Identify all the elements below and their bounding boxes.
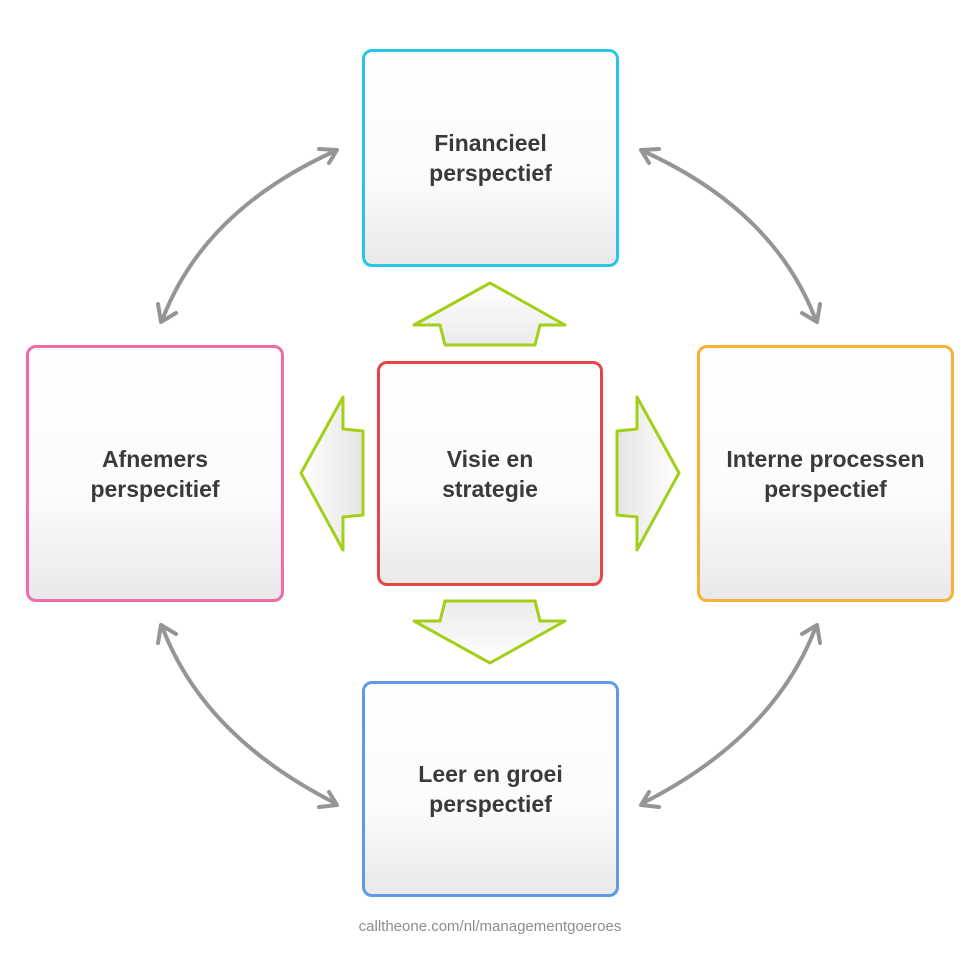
box-internal-label: Interne processen perspectief: [726, 445, 925, 502]
box-vision-strategy: Visie en strategie: [377, 361, 603, 586]
block-arrow-left: [299, 395, 365, 552]
box-customer-perspective: Afnemers perspecitief: [26, 345, 284, 602]
block-arrow-down: [412, 599, 567, 665]
box-internal-processes-perspective: Interne processen perspectief: [697, 345, 954, 602]
connector-head-financial-internal-b: [800, 302, 822, 324]
connector-head-financial-customer-b: [156, 302, 178, 324]
connector-financial-internal: [641, 149, 817, 320]
connector-head-internal-learning-a: [800, 623, 822, 645]
box-learning-growth-perspective: Leer en groei perspectief: [362, 681, 619, 897]
connector-head-customer-learning-b: [317, 790, 339, 809]
connector-head-financial-customer-a: [317, 147, 339, 165]
footer-source-text: calltheone.com/nl/managementgoeroes: [358, 918, 622, 935]
connector-head-financial-internal-a: [639, 147, 661, 165]
connector-head-customer-learning-a: [156, 623, 178, 645]
connector-customer-learning: [161, 627, 337, 805]
connector-financial-customer: [161, 149, 337, 320]
block-arrow-up: [412, 281, 567, 347]
block-arrow-right: [615, 395, 681, 552]
box-financial-perspective: Financieel perspectief: [362, 49, 619, 267]
box-customer-label: Afnemers perspecitief: [90, 445, 220, 502]
connector-internal-learning: [641, 627, 817, 805]
box-vision-label: Visie en strategie: [442, 445, 538, 502]
box-financial-label: Financieel perspectief: [429, 130, 552, 186]
box-learning-label: Leer en groei perspectief: [418, 761, 563, 817]
connector-head-internal-learning-b: [639, 790, 661, 809]
